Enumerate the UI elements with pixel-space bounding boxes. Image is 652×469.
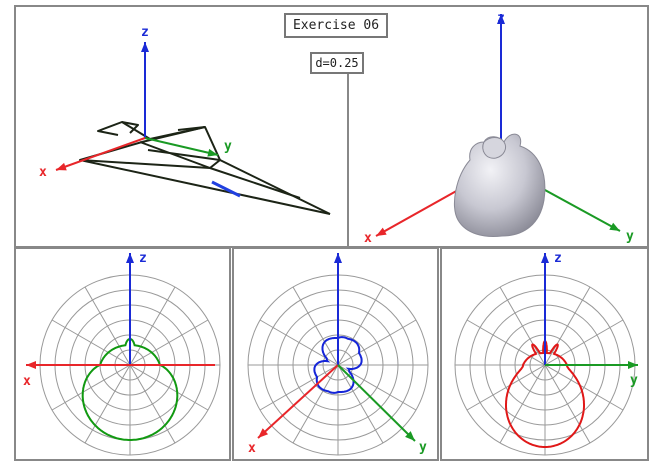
polar-plot-xz	[26, 253, 221, 456]
panel-frame-2	[232, 247, 439, 461]
airplane-axis-y-label: y	[224, 139, 232, 154]
pattern3d-axis-z-label: z	[497, 11, 505, 26]
polar-xy-axis-b-head	[405, 431, 415, 441]
panel-frame-3	[440, 247, 649, 461]
pattern3d-axis-x-label: x	[364, 231, 372, 246]
antenna-element	[211, 180, 241, 198]
polar-xz-axis-h-label: x	[23, 374, 31, 389]
polar-xy-axis-a-label: x	[248, 441, 256, 456]
radiation-pattern-3d-lobe	[482, 137, 507, 159]
radiation-pattern-3d-surface	[453, 133, 546, 237]
polar-yz-axis-h-label: y	[630, 373, 638, 388]
polar-xy-axis-a-line	[257, 364, 339, 439]
airplane-edge-1	[177, 126, 331, 215]
airplane-edge-3	[79, 159, 301, 199]
pattern-3d-panel: z x y	[364, 11, 634, 246]
polar-yz-axis-h-head	[628, 361, 638, 369]
radiation-pattern-curve	[313, 336, 363, 394]
polar-xy-axis-b-label: y	[419, 440, 427, 455]
airplane-edge-2	[97, 121, 206, 140]
param-label: d=0.25	[315, 56, 359, 70]
polar-yz-axis-v-label: z	[554, 251, 562, 266]
airplane-axis-y-head	[207, 148, 218, 157]
radiation-pattern-curve	[81, 338, 179, 441]
polar-yz-axis-v-head	[541, 253, 549, 263]
airplane-edge-4	[139, 141, 221, 169]
airplane-axis-z-head	[141, 42, 149, 52]
polar-plot-yz	[454, 253, 638, 456]
exercise-title-box: Exercise 06	[284, 13, 388, 38]
panel-frame-1	[14, 247, 231, 461]
polar-xz-axis-h-head	[26, 361, 36, 369]
airplane-wireframe	[79, 121, 331, 215]
airplane-view-panel: z y x	[39, 25, 331, 215]
param-box: d=0.25	[310, 52, 364, 74]
airplane-axis-x-line	[55, 137, 146, 171]
exercise-title: Exercise 06	[292, 18, 380, 33]
polar-xy-axis-a-head	[258, 428, 269, 438]
polar-plot-xy	[247, 253, 429, 456]
polar-xy-axis-v-head	[334, 253, 342, 263]
pattern3d-axis-z-head	[497, 14, 505, 24]
airplane-axis-y-line	[144, 137, 219, 156]
airplane-edge-5	[121, 121, 139, 134]
polar-xz-axis-v-label: z	[139, 251, 147, 266]
pattern3d-axis-x-head	[376, 227, 387, 236]
panel-frames	[14, 5, 649, 461]
airplane-axes	[55, 42, 219, 171]
polar-xz-axis-v-head	[126, 253, 134, 263]
pattern3d-axis-y-label: y	[626, 229, 634, 244]
polar-xy-axis-b-line	[337, 364, 416, 442]
airplane-edge-0	[79, 126, 331, 215]
airplane-axis-z-label: z	[141, 25, 149, 40]
radiation-pattern-curve	[505, 339, 585, 448]
airplane-axis-x-head	[56, 162, 67, 171]
airplane-axis-x-label: x	[39, 165, 47, 180]
pattern3d-axis-y-head	[609, 222, 620, 231]
